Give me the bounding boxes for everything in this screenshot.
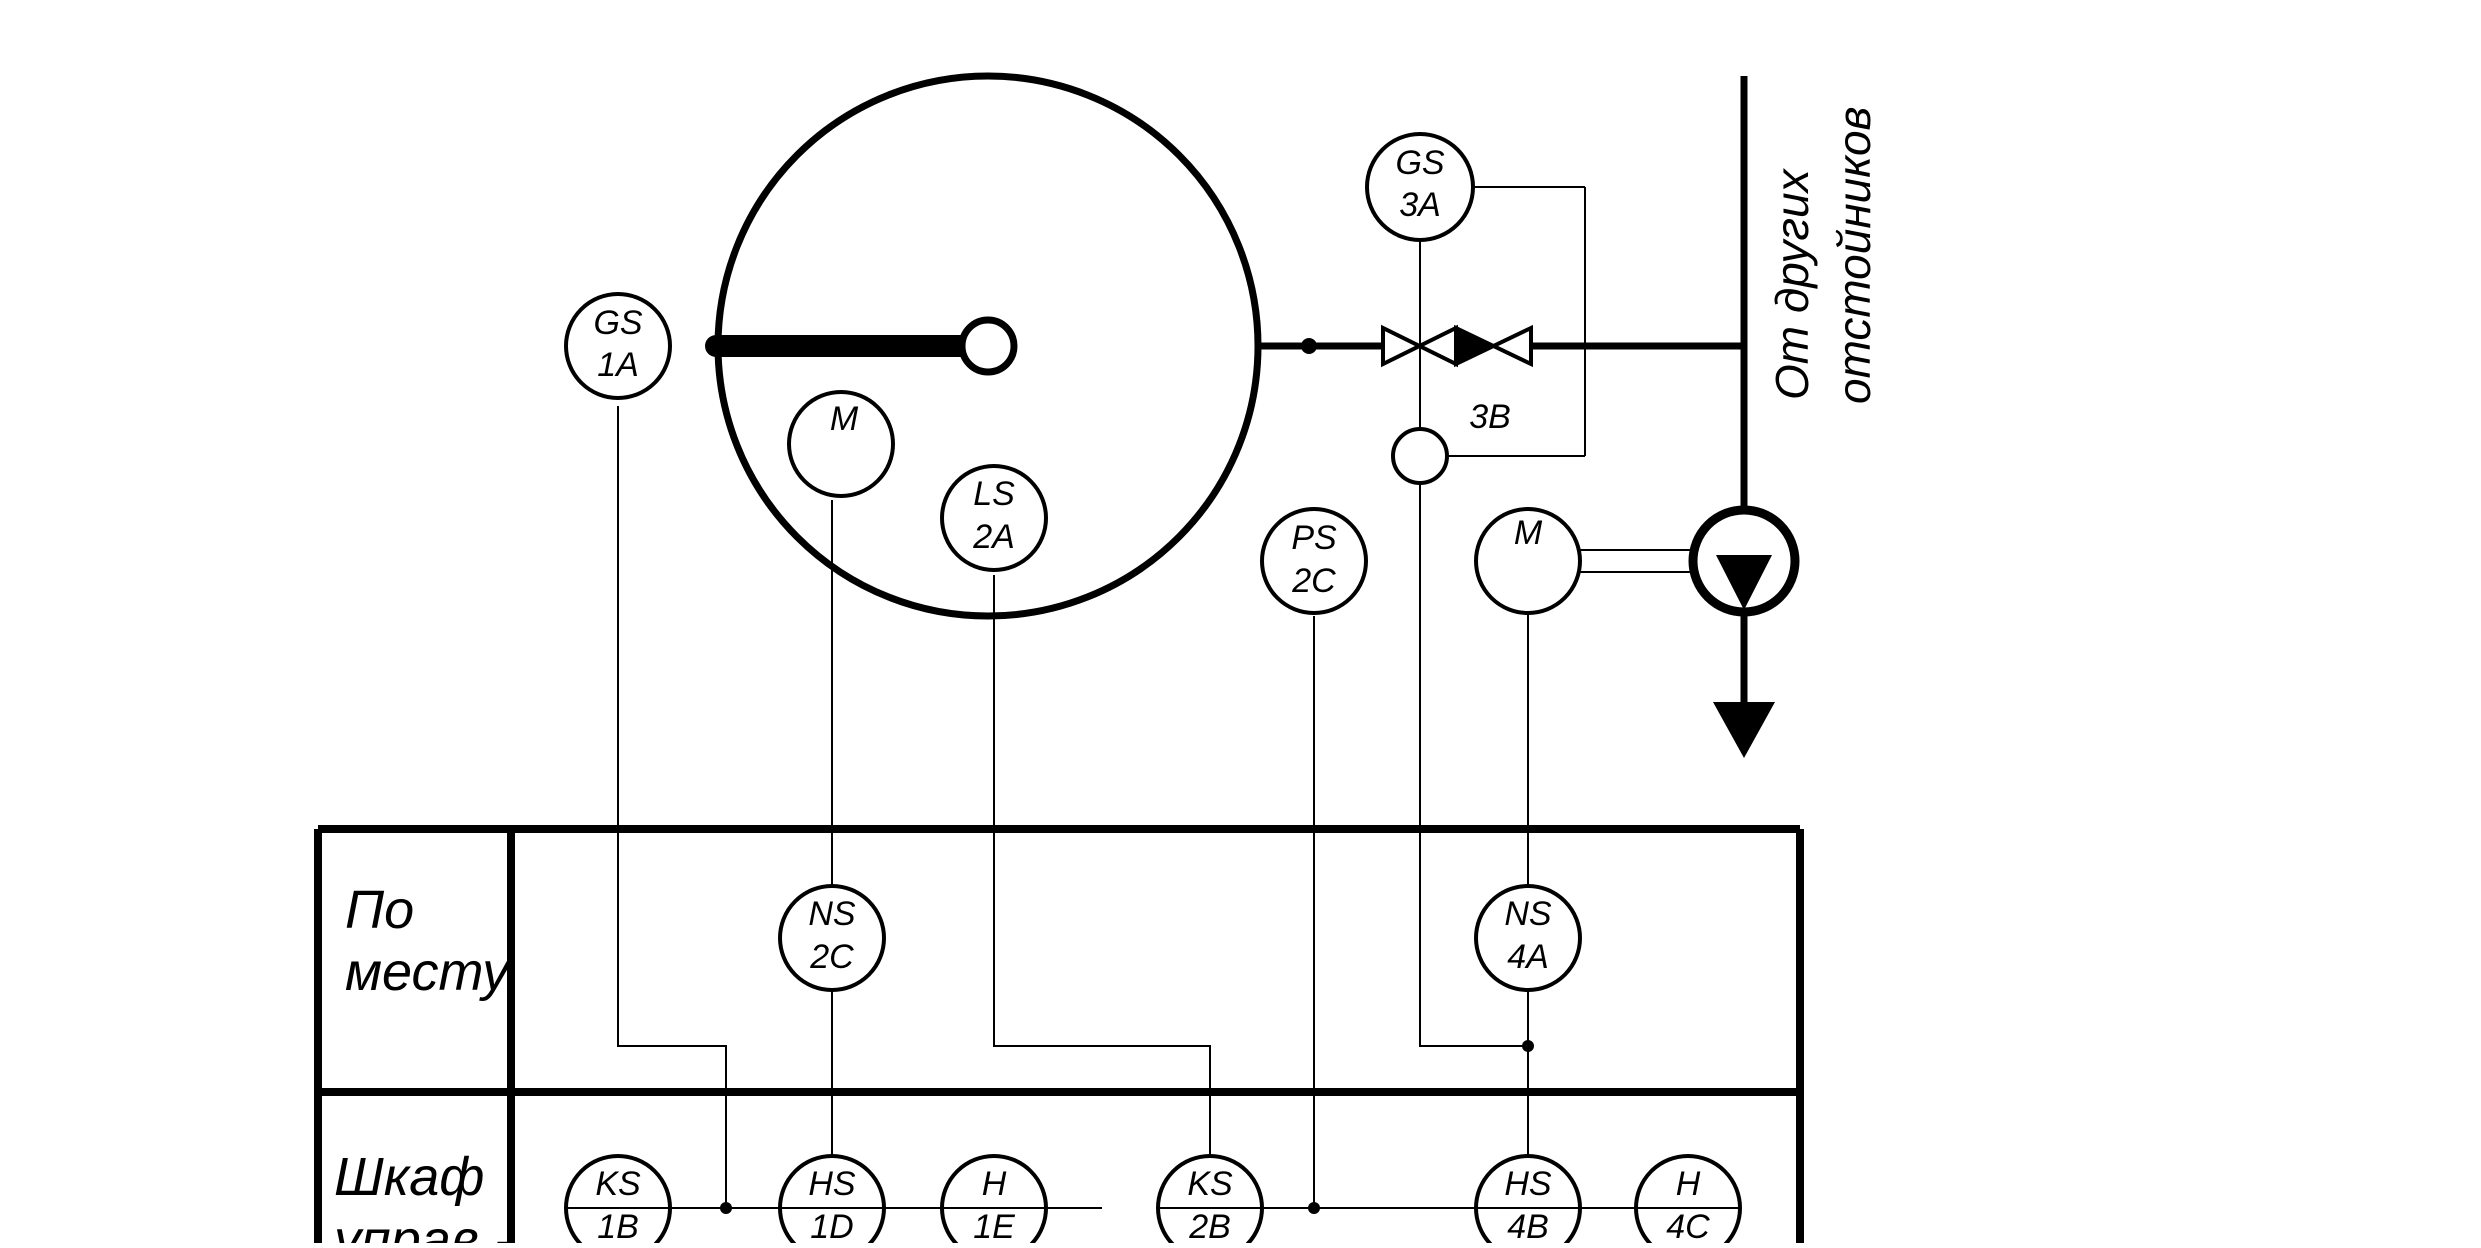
- instrument-ks-1b: KS 1B: [564, 1154, 672, 1248]
- valve-actuator: [1391, 427, 1449, 485]
- svg-text:2C: 2C: [1291, 562, 1336, 600]
- svg-text:3A: 3A: [1399, 186, 1441, 224]
- signal-line-gs1a: [617, 406, 727, 1208]
- svg-text:KS: KS: [595, 1165, 641, 1203]
- panel-table: [314, 825, 1804, 1243]
- svg-text:PS: PS: [1291, 519, 1337, 557]
- svg-text:2B: 2B: [1188, 1208, 1231, 1243]
- junction-dot: [1308, 1202, 1320, 1214]
- row-label-local-2: месту: [345, 942, 512, 1002]
- gate-valve-3b: [1381, 324, 1533, 368]
- row-label-local-1: По: [345, 880, 414, 940]
- instrument-gs-1a: GS 1A: [564, 292, 672, 400]
- svg-text:H: H: [982, 1165, 1007, 1203]
- row-label-cabinet-2: управ -: [330, 1210, 512, 1243]
- valve-label: 3B: [1469, 398, 1511, 436]
- pump-triangle: [1716, 555, 1772, 610]
- svg-text:4A: 4A: [1507, 938, 1549, 976]
- svg-text:1A: 1A: [597, 346, 639, 384]
- svg-text:4C: 4C: [1666, 1208, 1710, 1243]
- signal-line-ls2a: [993, 575, 1211, 1158]
- scraper-hub: [958, 316, 1018, 376]
- side-label-line1: От других: [1766, 167, 1818, 400]
- svg-text:4B: 4B: [1507, 1208, 1549, 1243]
- instrument-ls-2a: LS 2A: [940, 464, 1048, 572]
- svg-text:2A: 2A: [972, 518, 1015, 556]
- svg-text:1D: 1D: [810, 1208, 853, 1243]
- discharge-arrow: [1713, 702, 1775, 758]
- svg-text:H: H: [1676, 1165, 1701, 1203]
- instrument-motor-1: M: [787, 390, 895, 498]
- svg-text:NS: NS: [808, 895, 856, 933]
- svg-text:2C: 2C: [809, 938, 854, 976]
- side-label: От других отстойников: [1766, 106, 1880, 404]
- signal-line-valve: [1419, 484, 1528, 1047]
- row-label-cabinet-1: Шкаф: [334, 1147, 484, 1207]
- instrument-hs-4b: HS 4B: [1474, 1154, 1582, 1248]
- instrument-hs-1d: HS 1D: [778, 1154, 886, 1248]
- instrument-motor-2: M: [1474, 507, 1582, 615]
- svg-text:1B: 1B: [597, 1208, 639, 1243]
- svg-text:1E: 1E: [973, 1208, 1015, 1243]
- svg-text:HS: HS: [808, 1165, 856, 1203]
- side-label-line2: отстойников: [1828, 106, 1880, 404]
- svg-text:M: M: [830, 400, 859, 438]
- instrument-h-4c: H 4C: [1634, 1154, 1742, 1248]
- svg-text:LS: LS: [973, 475, 1015, 513]
- instrument-ps-2c: PS 2C: [1260, 507, 1368, 615]
- instrument-ns-2c: NS 2C: [778, 884, 886, 992]
- svg-text:M: M: [1514, 514, 1543, 552]
- svg-text:GS: GS: [593, 304, 642, 342]
- svg-text:NS: NS: [1504, 895, 1552, 933]
- instrument-ks-2b: KS 2B: [1156, 1154, 1264, 1248]
- svg-text:HS: HS: [1504, 1165, 1552, 1203]
- svg-text:GS: GS: [1395, 144, 1444, 182]
- svg-text:KS: KS: [1187, 1165, 1233, 1203]
- instrument-ns-4a: NS 4A: [1474, 884, 1582, 992]
- junction-dot: [1522, 1040, 1534, 1052]
- pipe-junction-dot: [1301, 338, 1317, 354]
- junction-dot: [720, 1202, 732, 1214]
- instrument-h-1e: H 1E: [940, 1154, 1048, 1248]
- instrument-gs-3a: GS 3A: [1365, 132, 1475, 242]
